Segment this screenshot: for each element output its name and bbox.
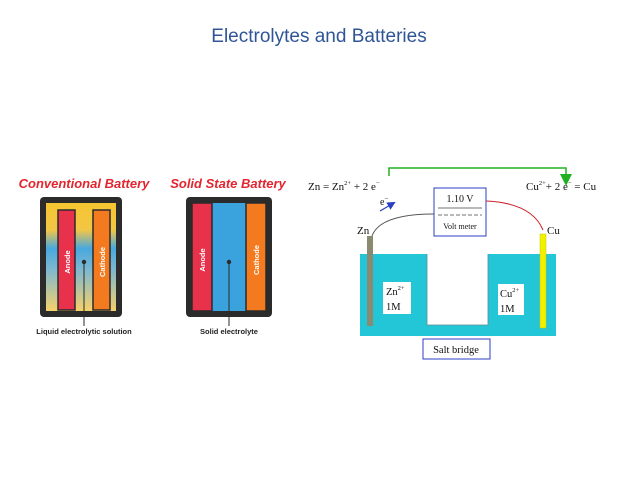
left-wire [371,213,435,237]
solid-cathode [245,202,267,312]
right-wire [485,200,544,231]
salt-bridge-label: Salt bridge [433,345,479,356]
solid-state-battery-title: Solid State Battery [170,176,286,191]
conventional-cathode-label: Cathode [98,247,107,277]
zn-concentration: 1M [386,302,401,313]
galvanic-cell: Zn = Zn2+ + 2 e− Cu2++ 2 e− = Cu 1.10 V … [308,167,597,360]
zn-electrode-label: Zn [357,225,370,237]
conventional-anode [57,209,76,311]
salt-bridge-outline [426,254,489,326]
left-half-reaction: Zn = Zn2+ + 2 e− [308,180,380,193]
voltmeter-reading: 1.10 V [446,194,474,205]
conventional-anode-label: Anode [63,250,72,273]
solid-anode [191,202,213,312]
cu-electrode-label: Cu [547,225,560,237]
conventional-caption: Liquid electrolytic solution [36,327,132,336]
electron-flow-wire [388,167,572,186]
cu-ion-text: Cu2+ [500,287,520,300]
conventional-battery-title: Conventional Battery [19,176,151,191]
voltmeter-box [433,187,487,237]
zn-solution-label: Zn2+ 1M [383,282,411,314]
electron-label: e− [380,195,388,208]
voltmeter-label: Volt meter [443,222,477,231]
cu-solution-label-bg [498,284,524,315]
zn-rod [367,236,373,326]
zn-solution-label-bg [383,282,411,314]
electrolyte-solution [360,254,556,336]
slide-title: Electrolytes and Batteries [211,26,427,47]
cu-rod [539,233,547,329]
conventional-cathode [92,209,111,311]
solid-anode-label: Anode [198,248,207,271]
solid-cathode-label: Cathode [252,245,261,275]
right-half-reaction: Cu2++ 2 e− = Cu [526,180,597,193]
cu-concentration: 1M [500,304,515,315]
zn-ion-text: Zn2+ [386,285,405,298]
electron-arrow [379,201,396,212]
cu-solution-label: Cu2+ 1M [498,284,524,315]
solid-caption: Solid electrolyte [200,327,258,336]
conventional-battery: Conventional Battery Anode Cathode Liqui… [19,176,151,336]
salt-bridge-label-box [422,338,491,360]
solid-state-battery: Solid State Battery Anode Cathode Solid … [170,176,286,336]
